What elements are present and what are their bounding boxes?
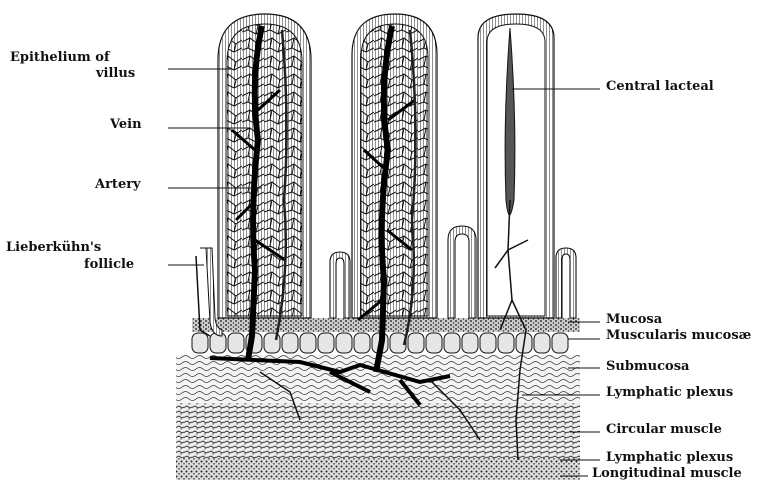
label-mucosa: Mucosa	[606, 312, 662, 328]
longitudinal-muscle-layer	[176, 458, 580, 480]
label-lymphatic-plexus-upper: Lymphatic plexus	[606, 385, 733, 401]
circular-muscle-layer	[176, 403, 580, 458]
label-muscularis-mucosae: Muscularis mucosæ	[606, 328, 751, 344]
label-lymphatic-plexus-lower: Lymphatic plexus	[606, 450, 733, 466]
label-epithelium-of-villus: Epithelium of	[10, 50, 110, 66]
label-lieberkuhn-follicle: Lieberkühn's	[6, 240, 101, 256]
villus-middle	[352, 14, 437, 372]
villus-left	[218, 14, 311, 360]
label-epithelium-of-villus-2: villus	[96, 66, 135, 82]
label-submucosa: Submucosa	[606, 359, 689, 375]
label-vein: Vein	[110, 117, 142, 133]
label-artery: Artery	[95, 177, 141, 193]
label-lieberkuhn-follicle-2: follicle	[84, 257, 134, 273]
label-central-lacteal: Central lacteal	[606, 79, 714, 95]
label-circular-muscle: Circular muscle	[606, 422, 722, 438]
label-longitudinal-muscle: Longitudinal muscle	[592, 466, 742, 482]
